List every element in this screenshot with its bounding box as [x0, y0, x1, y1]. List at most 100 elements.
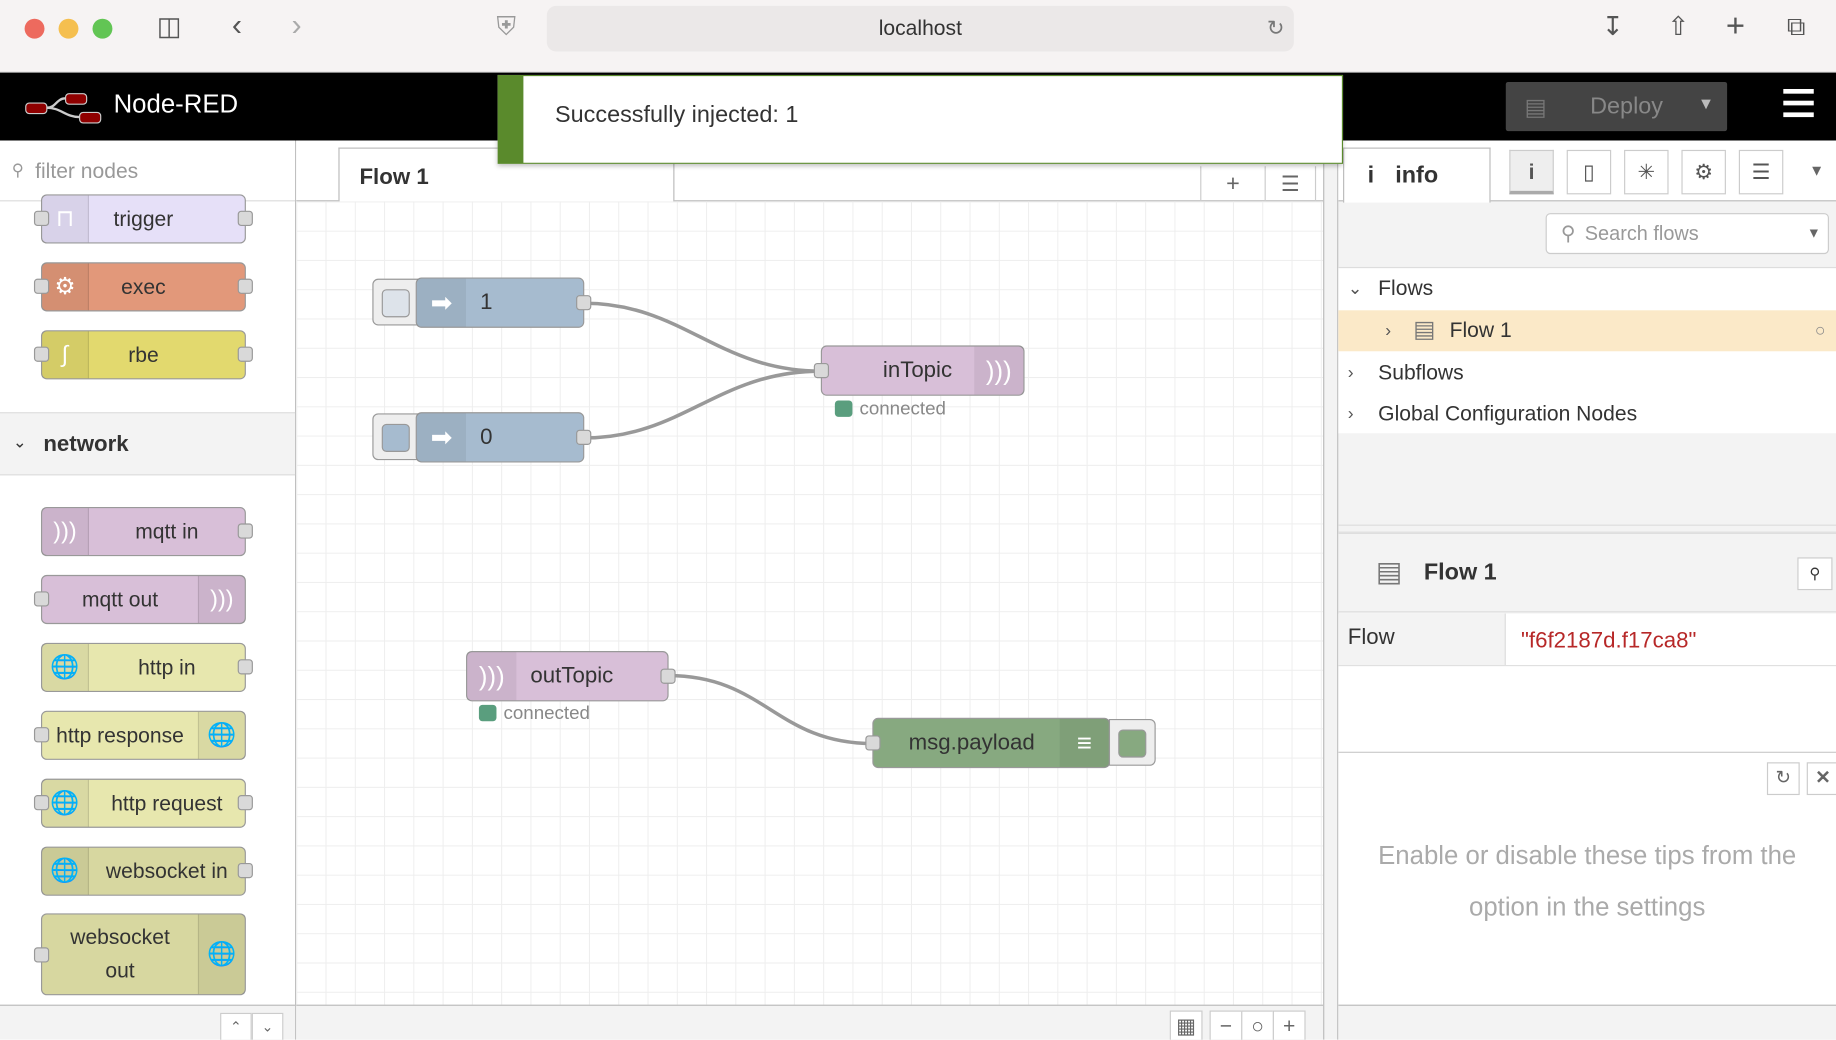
download-icon[interactable]: ↧ — [1601, 11, 1624, 41]
palette-node-rbe[interactable]: ∫rbe — [33, 330, 253, 380]
book-icon[interactable]: ▯ — [1566, 149, 1612, 195]
node-port[interactable] — [576, 295, 592, 311]
palette-node-websocket-in[interactable]: 🌐websocket in — [40, 846, 253, 896]
new-tab-icon[interactable]: + — [1725, 7, 1746, 44]
node-status: connected — [478, 704, 590, 725]
properties-header: ▤ Flow 1 ⚲ — [1338, 532, 1836, 613]
properties-body — [1338, 666, 1836, 752]
node-port[interactable] — [660, 668, 676, 684]
gear-icon[interactable]: ⚙ — [1681, 149, 1726, 195]
node-port[interactable] — [237, 659, 253, 675]
tree-item-flows[interactable]: ⌄Flows — [1338, 268, 1836, 309]
tree-label: Flow 1 — [1449, 318, 1512, 342]
add-flow-button[interactable]: + — [1200, 166, 1264, 202]
zoom-reset-button[interactable]: ○ — [1241, 1010, 1274, 1040]
node-port[interactable] — [33, 727, 50, 743]
palette-node-http-in[interactable]: 🌐http in — [40, 642, 253, 693]
palette-category-network[interactable]: ⌄network — [0, 412, 296, 476]
tabs-overview-icon[interactable]: ⧉ — [1786, 11, 1806, 41]
node-port[interactable] — [237, 210, 253, 226]
status-circle-icon: ○ — [1814, 320, 1826, 341]
debug-toggle-button[interactable] — [1108, 718, 1156, 766]
notification-text: Successfully injected: 1 — [555, 101, 799, 128]
main-menu-button[interactable] — [1783, 88, 1814, 118]
close-window-button[interactable] — [24, 18, 45, 39]
filter-nodes-input[interactable]: ⚲ filter nodes — [0, 141, 296, 202]
database-icon[interactable]: ☰ — [1738, 149, 1784, 195]
property-value: "f6f2187d.f17ca8" — [1521, 628, 1697, 654]
sidebar-footer — [1338, 1004, 1836, 1040]
node-port[interactable] — [33, 346, 50, 362]
palette-node-exec[interactable]: ⚙exec — [33, 262, 253, 312]
debug-node-msg-payload[interactable]: ≡msg.payload — [865, 717, 1111, 769]
refresh-tip-button[interactable]: ↻ — [1766, 762, 1800, 796]
tree-item-subflows[interactable]: ›Subflows — [1338, 352, 1836, 393]
reload-icon[interactable]: ↻ — [1266, 16, 1285, 40]
node-port[interactable] — [865, 735, 881, 751]
flow-icon: ▤ — [1375, 556, 1403, 588]
node-port[interactable] — [33, 278, 50, 294]
inject-node-1[interactable]: ➡1 — [415, 277, 592, 328]
inject-node-0[interactable]: ➡0 — [415, 412, 592, 463]
chevron-down-icon: ⌄ — [12, 432, 27, 451]
zoom-in-button[interactable]: + — [1272, 1010, 1306, 1040]
bug-icon[interactable]: ✳ — [1624, 149, 1669, 195]
wires — [584, 301, 873, 746]
collapse-all-button[interactable]: ⌃ — [220, 1012, 252, 1040]
inject-0-trigger-button[interactable] — [372, 413, 420, 461]
mqtt-out-node-intopic[interactable]: )))inTopic — [813, 345, 1025, 396]
tree-item-global-config[interactable]: ›Global Configuration Nodes — [1338, 393, 1836, 434]
expand-all-button[interactable]: ⌄ — [251, 1012, 284, 1040]
node-port[interactable] — [237, 795, 253, 811]
node-port[interactable] — [813, 362, 830, 379]
inject-1-trigger-button[interactable] — [372, 278, 420, 326]
flow-canvas[interactable]: ➡1 ➡0 )))inTopic connected )))outTopic c… — [296, 201, 1324, 1005]
node-port[interactable] — [237, 862, 253, 879]
rbe-icon: ∫ — [42, 331, 89, 379]
mqtt-in-node-outtopic[interactable]: )))outTopic — [466, 651, 676, 702]
deploy-button[interactable]: ▤ Deploy ▼ — [1505, 81, 1728, 132]
chevron-down-icon[interactable]: ▼ — [1806, 224, 1821, 242]
back-icon[interactable]: ‹ — [231, 7, 242, 43]
deploy-dropdown-icon[interactable]: ▼ — [1697, 93, 1715, 113]
node-port[interactable] — [33, 210, 50, 226]
palette-node-mqtt-out[interactable]: )))mqtt out — [33, 574, 246, 625]
node-label: outTopic — [530, 663, 614, 689]
palette-node-http-request[interactable]: 🌐http request — [33, 778, 253, 828]
map-icon[interactable]: ▦ — [1169, 1010, 1203, 1040]
palette-node-websocket-out[interactable]: 🌐websocket out — [33, 913, 246, 996]
chevron-down-icon[interactable]: ▼ — [1809, 161, 1825, 180]
notification-toast: Successfully injected: 1 — [497, 74, 1344, 164]
node-port[interactable] — [237, 278, 253, 294]
deploy-icon: ▤ — [1524, 94, 1547, 121]
tree-item-flow-1[interactable]: ›▤Flow 1○ — [1338, 310, 1836, 352]
info-icon[interactable]: i — [1509, 149, 1554, 195]
sidebar-resize-handle[interactable] — [1323, 140, 1339, 1040]
share-icon[interactable]: ⇧ — [1667, 11, 1689, 41]
node-port[interactable] — [33, 947, 50, 963]
search-icon[interactable]: ⚲ — [1797, 557, 1833, 591]
palette-node-mqtt-in[interactable]: )))mqtt in — [40, 507, 253, 557]
node-status: connected — [834, 399, 946, 420]
minimize-window-button[interactable] — [58, 18, 79, 39]
address-bar[interactable]: localhost↻ — [546, 5, 1294, 52]
node-port[interactable] — [237, 346, 253, 362]
node-port[interactable] — [576, 429, 592, 445]
palette-node-http-response[interactable]: 🌐http response — [33, 710, 246, 760]
node-port[interactable] — [237, 523, 253, 539]
panel-divider[interactable] — [1338, 524, 1836, 533]
property-label: Flow — [1338, 613, 1506, 666]
palette-node-trigger[interactable]: ⊓trigger — [33, 194, 253, 244]
node-port[interactable] — [33, 795, 50, 811]
sidebar-toggle-icon[interactable]: ◫ — [156, 11, 182, 41]
wire — [584, 369, 821, 440]
maximize-window-button[interactable] — [92, 18, 113, 39]
search-flows-input[interactable]: ⚲Search flows▼ — [1545, 213, 1829, 255]
flow-list-button[interactable]: ☰ — [1264, 166, 1317, 202]
close-tips-button[interactable]: ✕ — [1806, 762, 1836, 796]
node-port[interactable] — [33, 591, 50, 607]
forward-icon[interactable]: › — [291, 7, 302, 43]
zoom-out-button[interactable]: − — [1209, 1010, 1243, 1040]
